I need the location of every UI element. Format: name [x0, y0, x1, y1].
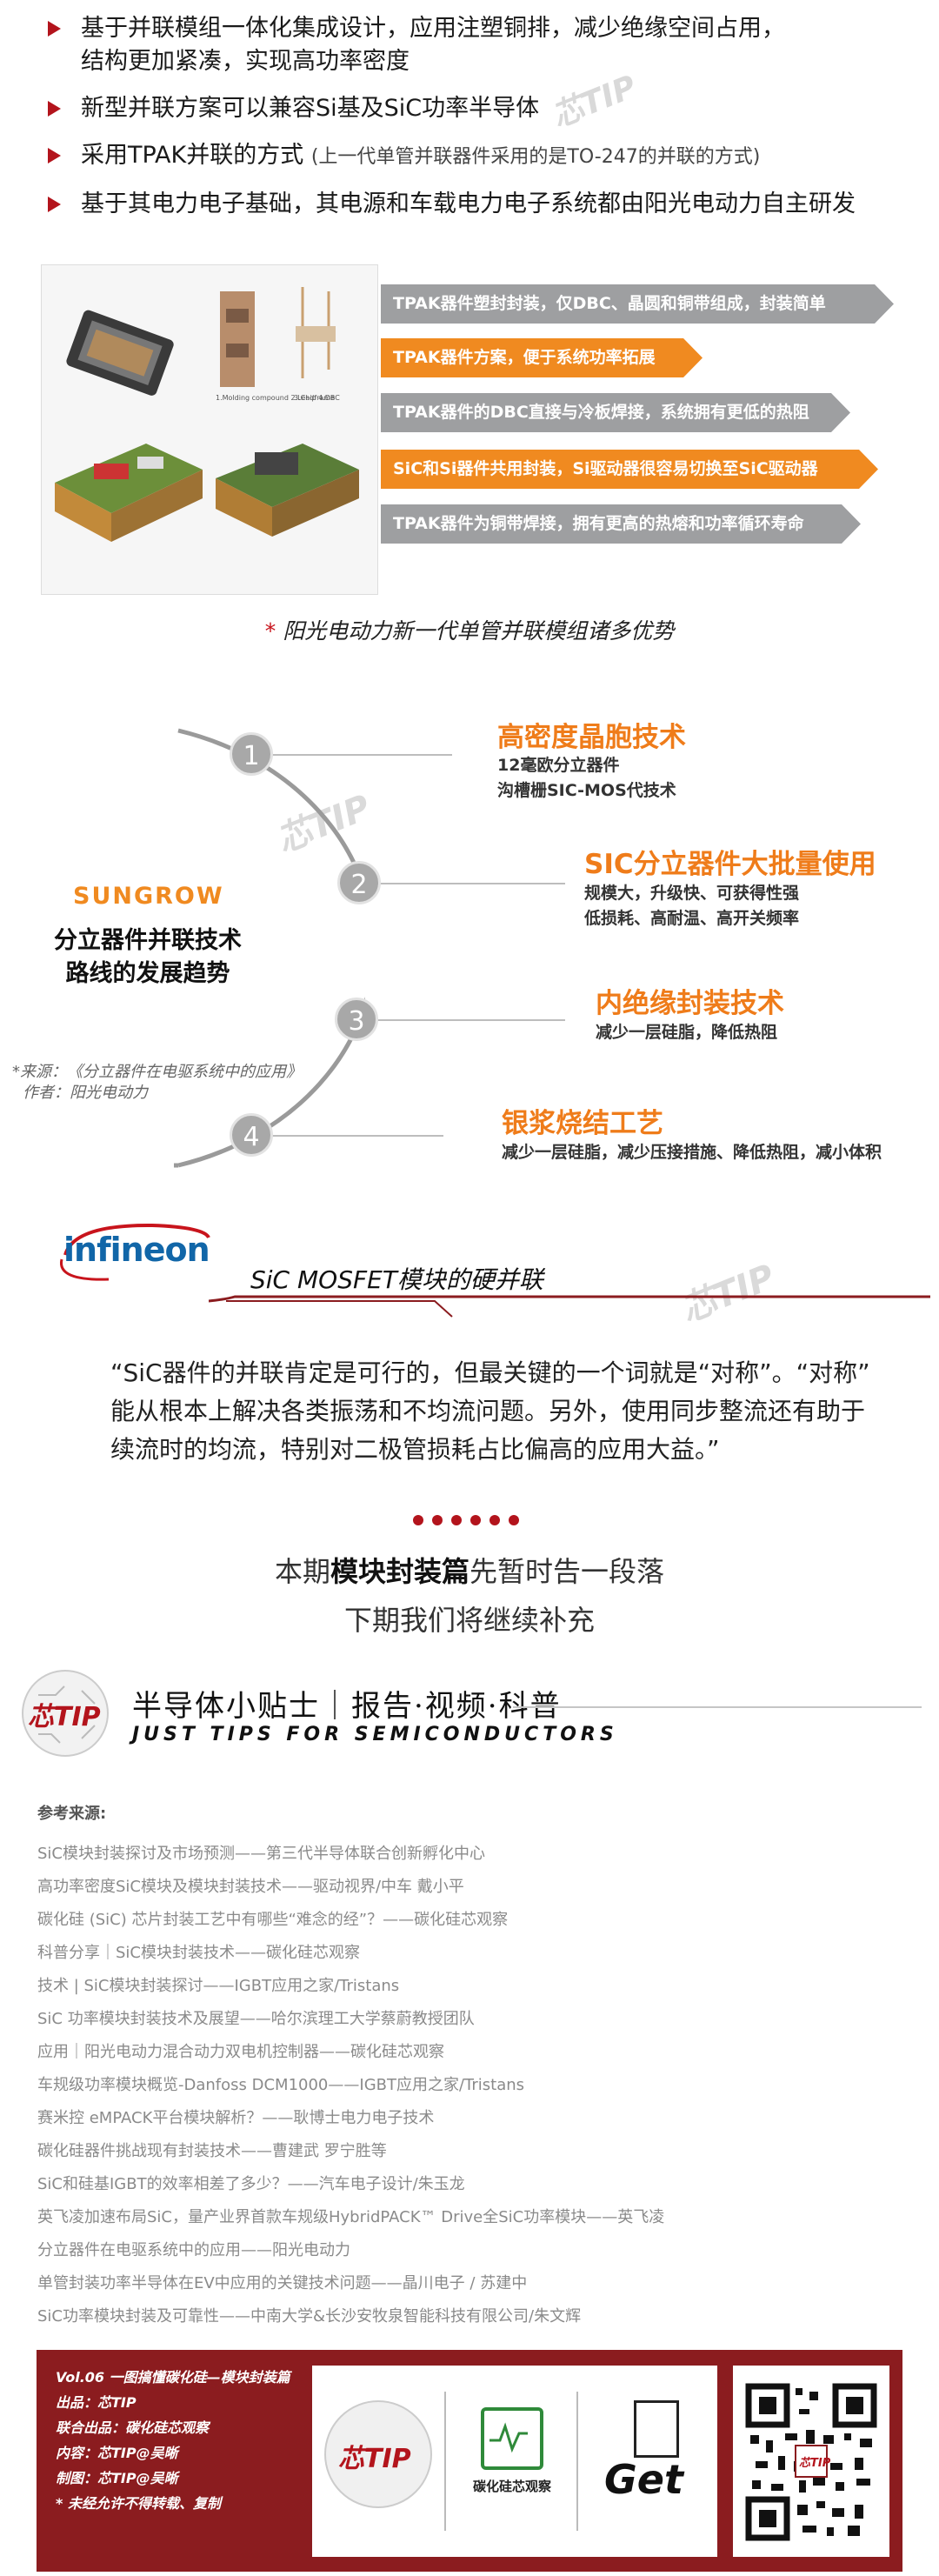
xintip-logo: 芯TIP	[324, 2400, 432, 2508]
roadmap-step-4: 4	[230, 1113, 273, 1157]
advantage-arrow: TPAK器件塑封封装，仅DBC、晶圆和铜带组成，封装简单	[381, 284, 894, 324]
credits: Vol.06 一图搞懂碳化硅—模块封装篇 出品：芯TIP 联合出品：碳化硅芯观察…	[56, 2369, 290, 2512]
reference-item: 科普分享｜SiC模块封装技术——碳化硅芯观察	[37, 1944, 360, 1962]
references-list: SiC模块封装探讨及市场预测——第三代半导体联合创新孵化中心 高功率密度SiC模…	[37, 1838, 916, 2333]
bullet-note: (上一代单管并联器件采用的是TO-247的并联的方式)	[310, 146, 761, 168]
caption-star: *	[264, 618, 276, 644]
circuit-circle-icon	[22, 1670, 109, 1757]
roadmap-step-3: 3	[335, 998, 378, 1041]
bullet-triangle-icon	[48, 101, 61, 117]
roadmap-step-2: 2	[337, 861, 381, 904]
roadmap-connector	[243, 1135, 443, 1137]
roadmap-connector	[365, 883, 565, 884]
reference-item: 碳化硅 (SiC) 芯片封装工艺中有哪些“难念的经”？——碳化硅芯观察	[37, 1911, 509, 1929]
ending-line-1: 本期模块封装篇先暂时告一段落	[274, 1555, 665, 1588]
bullet-text: 基于其电力电子基础，其电源和车载电力电子系统都由阳光电动力自主研发	[81, 190, 856, 217]
reference-item: 应用｜阳光电动力混合动力双电机控制器——碳化硅芯观察	[37, 2043, 444, 2061]
list-item: 基于其电力电子基础，其电源和车载电力电子系统都由阳光电动力自主研发	[48, 188, 917, 221]
caption-text: 阳光电动力新一代单管并联模组诸多优势	[283, 618, 675, 644]
list-item: 基于并联模组一体化集成设计，应用注塑铜排，减少绝缘空间占用， 结构更加紧凑，实现…	[48, 12, 917, 78]
bullet-triangle-icon	[48, 197, 61, 212]
advantage-arrow: TPAK器件方案，便于系统功率拓展	[381, 338, 703, 377]
infineon-logo: infineon	[57, 1220, 213, 1283]
reference-item: 赛米控 eMPACK平台模块解析？——耿博士电力电子技术	[37, 2109, 435, 2127]
roadmap-title: 银浆烧结工艺	[502, 1108, 663, 1139]
bullet-text: 新型并联方案可以兼容Si基及SiC功率半导体	[81, 95, 540, 122]
get-logo: Get	[599, 2400, 703, 2522]
reference-item: 车规级功率模块概览-Danfoss DCM1000——IGBT应用之家/Tris…	[37, 2076, 525, 2094]
reference-item: SiC 功率模块封装技术及展望——哈尔滨理工大学蔡蔚教授团队	[37, 2010, 475, 2028]
sungrow-logo: SUNGROW	[73, 883, 224, 910]
qr-code: 芯TIP	[733, 2366, 889, 2557]
figure-label: 3.Chip 4.DBC	[294, 394, 340, 402]
roadmap-desc: 规模大，升级快、可获得性强低损耗、高耐温、高开关频率	[584, 884, 800, 928]
ending-line-2: 下期我们将继续补充	[343, 1604, 595, 1637]
module-illustration: 1.Molding compound 2.Leadframe 3.Chip 4.…	[55, 287, 359, 542]
qr-code-icon: 芯TIP	[745, 2383, 877, 2541]
reference-item: 英飞凌加速布局SiC，量产业界首款车规级HybridPACK™ Drive全Si…	[37, 2208, 665, 2226]
reference-item: SiC模块封装探讨及市场预测——第三代半导体联合创新孵化中心	[37, 1845, 485, 1863]
list-item: 采用TPAK并联的方式 (上一代单管并联器件采用的是TO-247的并联的方式)	[48, 139, 917, 174]
reference-item: SiC和硅基IGBT的效率相差了多少？——汽车电子设计/朱玉龙	[37, 2175, 465, 2193]
list-item: 新型并联方案可以兼容Si基及SiC功率半导体	[48, 92, 917, 125]
infineon-quote: “SiC器件的并联肯定是可行的，但最关键的一个词就是“对称”。“对称” 能从根本…	[110, 1358, 870, 1464]
roadmap-arc	[174, 728, 365, 1168]
bullet-text: 基于并联模组一体化集成设计，应用注塑铜排，减少绝缘空间占用，	[81, 15, 785, 42]
roadmap-connector	[252, 754, 452, 756]
tips-subtitle: JUST TIPS FOR SEMICONDUCTORS	[132, 1724, 618, 1745]
roadmap-desc: 减少一层硅脂，降低热阻	[596, 1023, 778, 1042]
bullet-text-cont: 结构更加紧凑，实现高功率密度	[81, 48, 410, 75]
partner-logos: 芯TIP 碳化硅芯观察 Get	[312, 2366, 717, 2557]
infineon-swoosh-icon	[59, 1223, 210, 1281]
source-note: *来源：《分立器件在电驱系统中的应用》 作者：阳光电动力	[12, 1063, 302, 1102]
reference-item: 高功率密度SiC模块及模块封装技术——驱动视界/中车 戴小平	[37, 1878, 464, 1896]
tips-title: 半导体小贴士｜报告·视频·科普	[132, 1689, 562, 1724]
roadmap-title: SIC分立器件大批量使用	[584, 849, 876, 880]
infineon-underline	[209, 1295, 930, 1318]
svg-text:芯TIP: 芯TIP	[799, 2456, 831, 2470]
divider-dots	[413, 1515, 535, 1527]
roadmap-title: 高密度晶胞技术	[497, 722, 686, 753]
reference-item: 单管封装功率半导体在EV中应用的关键技术问题——晶川电子 / 苏建中	[37, 2274, 528, 2292]
roadmap-title: 内绝缘封装技术	[596, 988, 784, 1019]
reference-item: SiC功率模块封装及可靠性——中南大学&长沙安牧泉智能科技有限公司/朱文辉	[37, 2307, 582, 2326]
roadmap-desc: 12毫欧分立器件沟槽栅SIC-MOS代技术	[497, 756, 676, 800]
feature-list: 基于并联模组一体化集成设计，应用注塑铜排，减少绝缘空间占用， 结构更加紧凑，实现…	[48, 12, 917, 235]
footer: Vol.06 一图搞懂碳化硅—模块封装篇 出品：芯TIP 联合出品：碳化硅芯观察…	[37, 2350, 902, 2572]
xintip-logo: 芯TIP	[21, 1669, 110, 1758]
chip-icon	[481, 2407, 543, 2470]
advantage-arrow: TPAK器件的DBC直接与冷板焊接，系统拥有更低的热阻	[381, 393, 850, 432]
bullet-triangle-icon	[48, 21, 61, 37]
reference-item: 分立器件在电驱系统中的应用——阳光电动力	[37, 2241, 350, 2259]
bullet-triangle-icon	[48, 148, 61, 164]
roadmap-step-1: 1	[230, 732, 273, 776]
roadmap-connector	[365, 1019, 565, 1021]
infineon-subtitle: SiC MOSFET模块的硬并联	[250, 1265, 543, 1294]
reference-item: 技术 | SiC模块封装探讨——IGBT应用之家/Tristans	[37, 1977, 400, 1995]
divider	[513, 1706, 922, 1708]
roadmap-heading: 分立器件并联技术 路线的发展趋势	[54, 927, 242, 987]
roadmap-desc: 减少一层硅脂，减少压接措施、降低热阻，减小体积	[502, 1143, 882, 1162]
figure-caption: * 阳光电动力新一代单管并联模组诸多优势	[0, 614, 939, 645]
reference-item: 碳化硅器件挑战现有封装技术——曹建武 罗宁胜等	[37, 2142, 387, 2160]
references-heading: 参考来源:	[37, 1805, 107, 1823]
figure-label: 1.Molding compound 2.Leadframe	[216, 394, 335, 402]
advantage-arrow: SiC和Si器件共用封装，Si驱动器很容易切换至SiC驱动器	[381, 450, 878, 489]
bullet-text: 采用TPAK并联的方式	[81, 142, 304, 169]
module-figure: 1.Molding compound 2.Leadframe 3.Chip 4.…	[41, 264, 378, 595]
sic-observe-logo: 碳化硅芯观察	[464, 2407, 560, 2495]
advantage-arrow: TPAK器件为铜带焊接，拥有更高的热熔和功率循环寿命	[381, 504, 861, 544]
